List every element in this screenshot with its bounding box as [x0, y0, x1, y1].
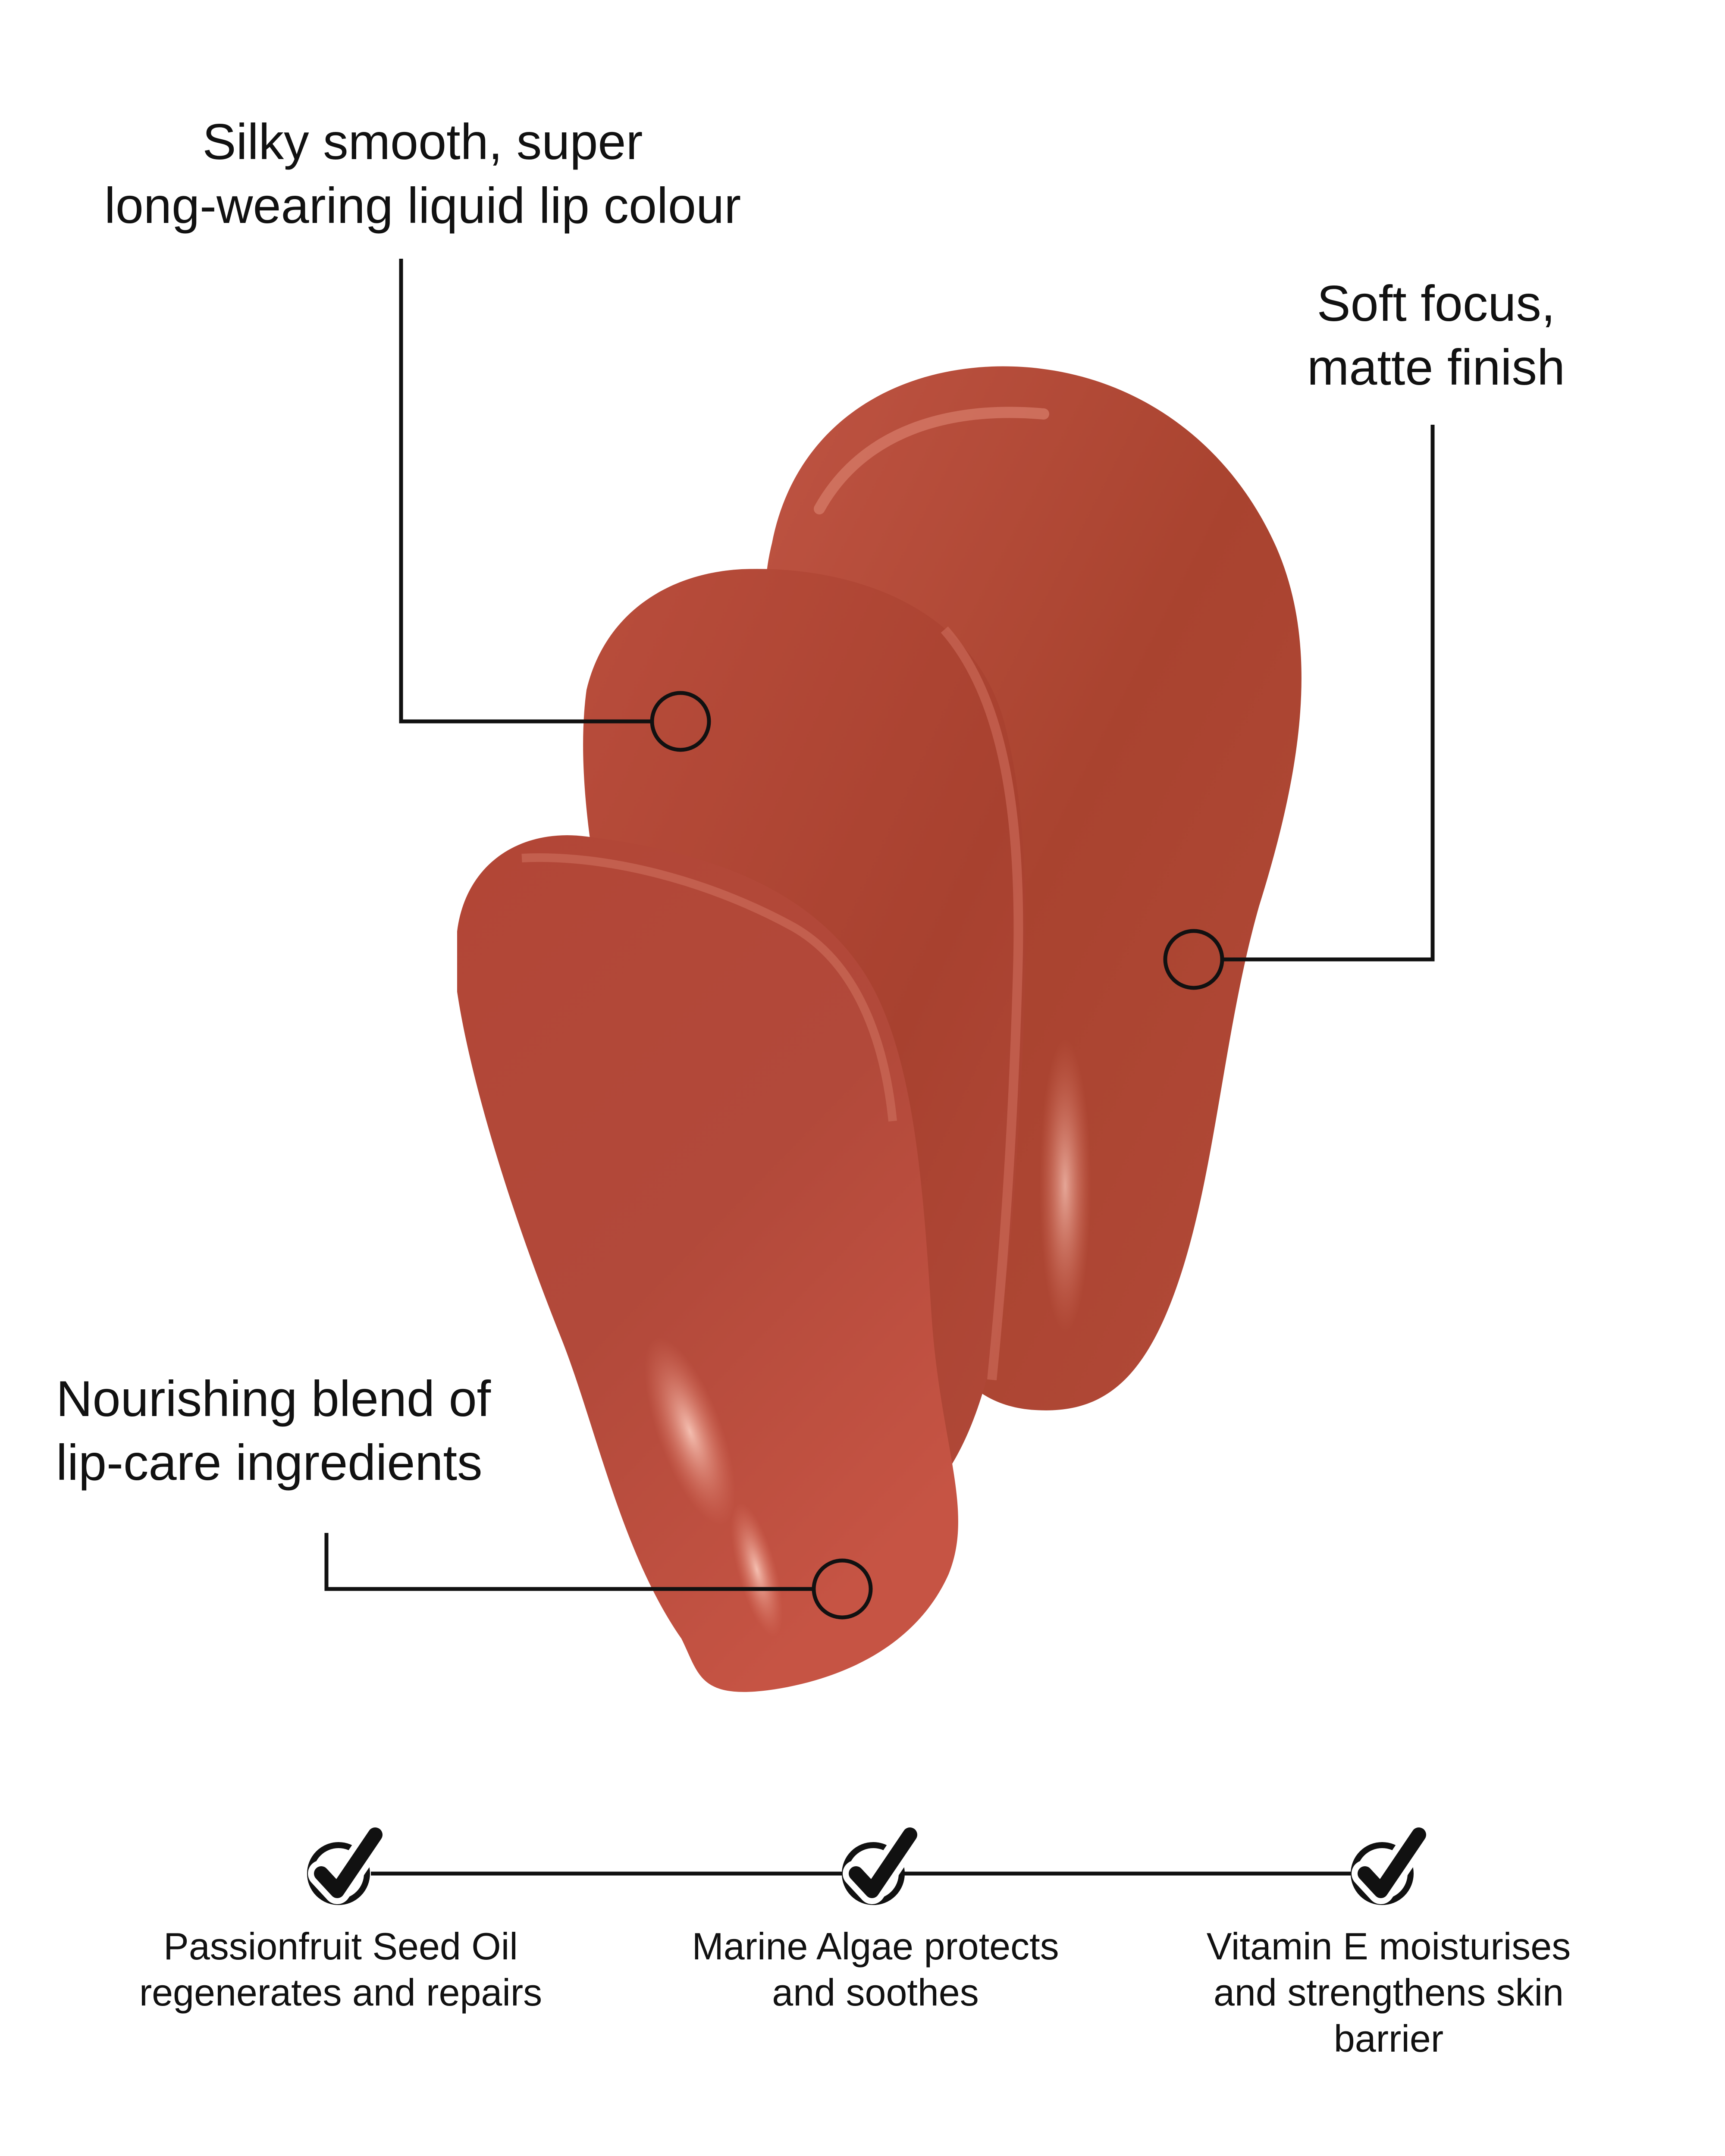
benefit-line: Vitamin E moisturises: [1206, 1925, 1571, 1968]
callout-silky-pointer: [399, 259, 711, 752]
callout-silky-smooth: Silky smooth, super long-wearing liquid …: [0, 110, 845, 238]
benefit-line: regenerates and repairs: [139, 1971, 543, 2014]
check-circle-icon: [842, 1821, 923, 1905]
check-circle-icon: [1351, 1821, 1432, 1905]
benefit-marine-algae: Marine Algae protects and soothes: [612, 1923, 1138, 2015]
check-circle-icon: [307, 1821, 389, 1905]
benefit-line: Passionfruit Seed Oil: [163, 1925, 518, 1968]
callout-soft-pointer: [1163, 425, 1435, 990]
callout-soft-line2: matte finish: [1307, 339, 1565, 395]
benefit-passionfruit-seed-oil: Passionfruit Seed Oil regenerates and re…: [78, 1923, 604, 2015]
callout-nourishing-blend: Nourishing blend of lip-care ingredients: [56, 1367, 491, 1495]
benefit-line: barrier: [1333, 2017, 1444, 2060]
callout-nourish-line1: Nourishing blend of: [56, 1370, 491, 1427]
callout-nourish-line2: lip-care ingredients: [56, 1434, 483, 1491]
benefit-line: and strengthens skin: [1213, 1971, 1564, 2014]
benefit-line: Marine Algae protects: [692, 1925, 1059, 1968]
benefit-vitamin-e: Vitamin E moisturises and strengthens sk…: [1126, 1923, 1652, 2062]
callout-soft-line1: Soft focus,: [1317, 275, 1556, 332]
callout-silky-line2: long-wearing liquid lip colour: [104, 177, 741, 234]
benefit-line: and soothes: [772, 1971, 979, 2014]
lip-swatch-front: [457, 835, 958, 1692]
callout-soft-focus: Soft focus, matte finish: [1242, 272, 1630, 399]
callout-nourish-pointer: [324, 1533, 873, 1620]
callout-silky-line1: Silky smooth, super: [202, 113, 643, 170]
